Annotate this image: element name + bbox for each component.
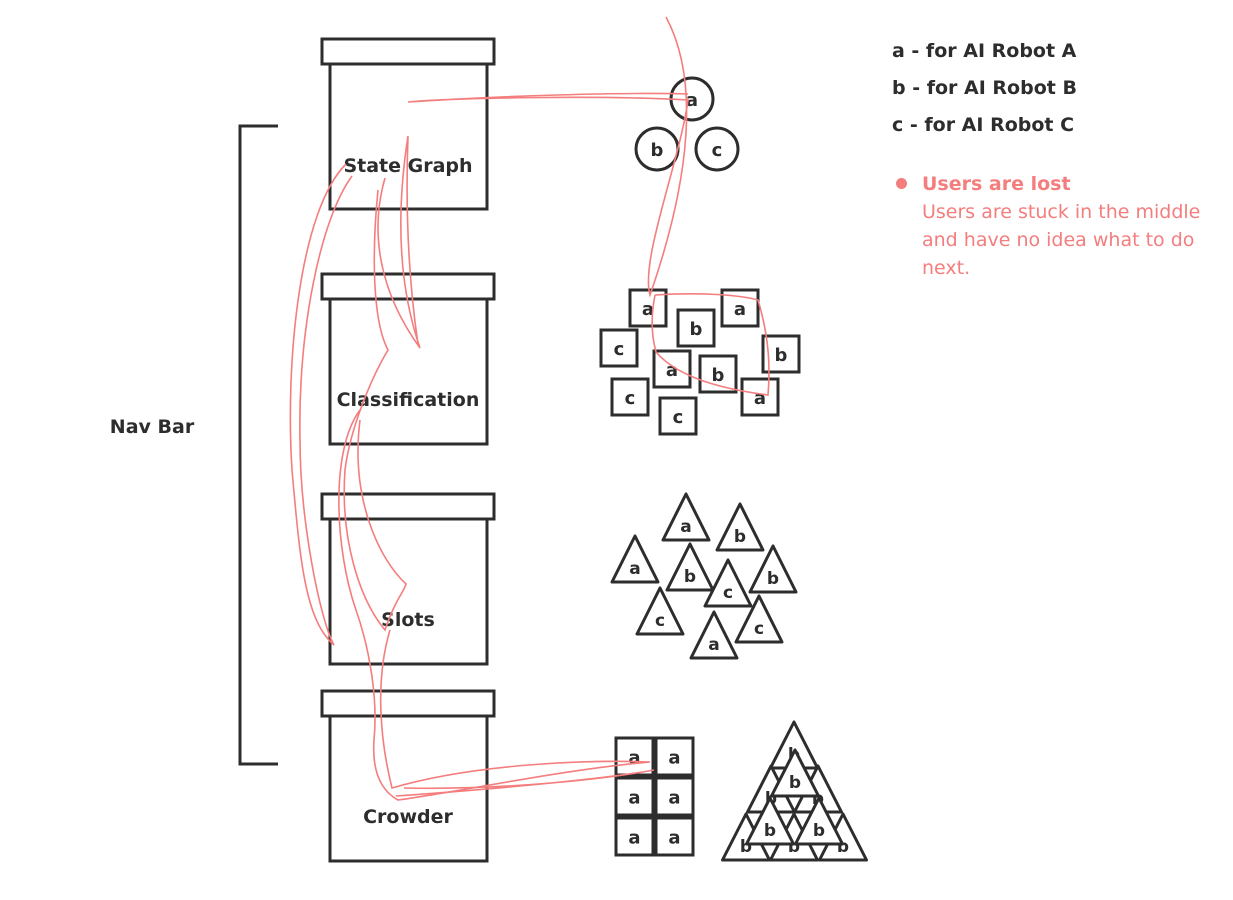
robot-triangle: a [661, 492, 711, 542]
shape-label: c [673, 407, 684, 428]
shape-label: b [712, 365, 725, 386]
panel-label: Crowder [363, 806, 453, 828]
shape-label: c [754, 619, 764, 639]
robot-circle: c [694, 126, 740, 172]
panel-label: Slots [381, 609, 435, 631]
robot-square: a [654, 816, 695, 857]
shape-label: b [813, 821, 825, 841]
shape-label: b [651, 140, 664, 161]
user-path-scribble [289, 16, 770, 801]
shape-label: c [655, 611, 665, 631]
robot-square: b [676, 308, 716, 348]
robot-triangle: a [689, 610, 739, 660]
panel-crowder[interactable]: Crowder [320, 689, 496, 863]
panel-label: Classification [337, 389, 480, 411]
legend-item-b: b - for AI Robot B [892, 77, 1077, 99]
robot-square: c [610, 377, 650, 417]
shape-label: a [754, 388, 766, 409]
note-body: Users are stuck in the middle and have n… [922, 201, 1201, 279]
robot-square: a [740, 377, 780, 417]
shape-label: b [767, 569, 779, 589]
shape-label: a [668, 788, 680, 809]
legend-item-a: a - for AI Robot A [892, 40, 1077, 62]
shape-label: a [686, 90, 698, 111]
robot-triangle: c [703, 558, 753, 608]
robot-triangle: b [794, 796, 844, 846]
shape-label: b [789, 773, 801, 793]
shape-label: b [775, 345, 788, 366]
note-title: Users are lost [922, 173, 1071, 195]
robot-triangle: b [665, 542, 715, 592]
nav-bar-label: Nav Bar [110, 416, 195, 438]
robot-square: a [614, 736, 655, 777]
robot-square: a [652, 349, 692, 389]
legend-item-c: c - for AI Robot C [892, 114, 1075, 136]
panel-slots[interactable]: Slots [320, 492, 496, 666]
robot-shapes: abcabacbabaccababcbccaaaaaaabbbbbbbbb [599, 76, 868, 862]
shape-label: b [764, 821, 776, 841]
shape-label: b [684, 567, 696, 587]
shape-label: c [614, 339, 625, 360]
robot-triangle: c [635, 586, 685, 636]
robot-square: b [698, 354, 738, 394]
shape-label: a [668, 748, 680, 769]
shape-label: a [708, 635, 719, 655]
shape-label: a [734, 299, 746, 320]
robot-triangle: c [734, 594, 784, 644]
shape-label: a [680, 517, 691, 537]
shape-label: a [666, 360, 678, 381]
shape-label: a [629, 559, 640, 579]
robot-triangle: b [715, 502, 765, 552]
shape-label: c [625, 388, 636, 409]
shape-label: a [628, 828, 640, 849]
robot-square: a [628, 288, 668, 328]
nav-bar-bracket [238, 124, 278, 766]
robot-triangle: a [610, 534, 660, 584]
robot-circle: b [634, 126, 680, 172]
robot-square: b [761, 334, 801, 374]
robot-square: a [654, 736, 695, 777]
shape-label: b [734, 527, 746, 547]
robot-triangle: b [770, 748, 820, 798]
shape-label: c [712, 140, 723, 161]
shape-label: a [668, 828, 680, 849]
robot-square: c [658, 396, 698, 436]
shape-label: a [628, 748, 640, 769]
robot-square: a [614, 776, 655, 817]
robot-square: a [654, 776, 695, 817]
shape-label: a [628, 788, 640, 809]
shape-label: c [723, 583, 733, 603]
robot-square: a [614, 816, 655, 857]
robot-square: c [599, 328, 639, 368]
bullet-icon [896, 178, 907, 189]
robot-triangle: b [748, 544, 798, 594]
shape-label: b [690, 319, 703, 340]
legend: a - for AI Robot A b - for AI Robot B c … [892, 36, 1077, 147]
robot-triangle: b [745, 796, 795, 846]
shape-label: a [642, 299, 654, 320]
note-users-lost: Users are lost Users are stuck in the mi… [894, 170, 1214, 282]
